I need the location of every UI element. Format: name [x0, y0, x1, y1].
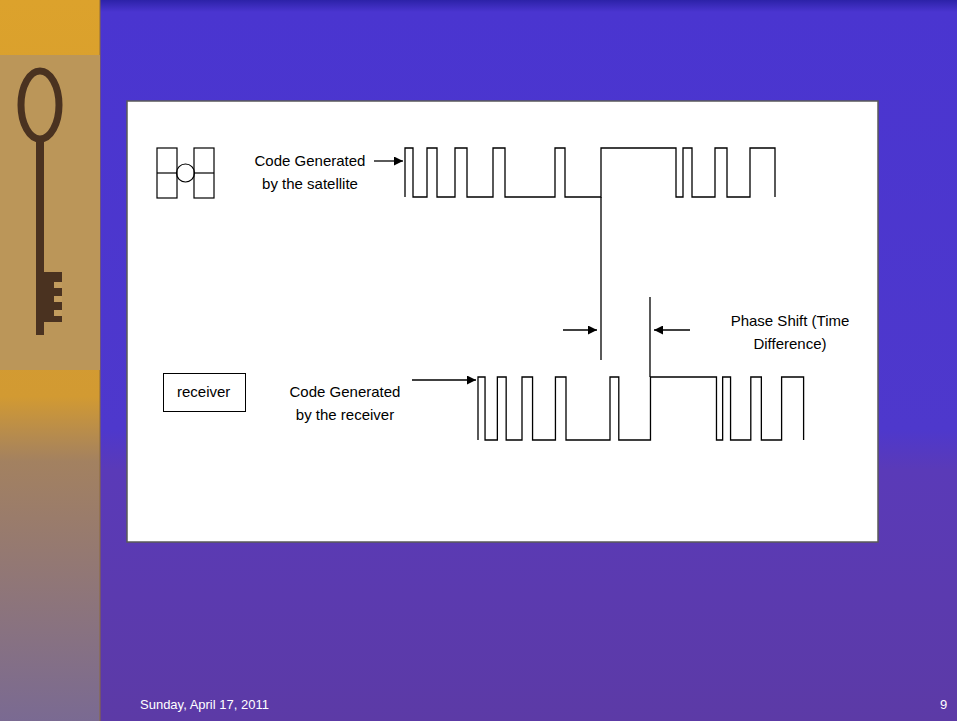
diagram-label: Phase Shift (Time Difference): [728, 309, 852, 355]
satellite-symbol: [157, 148, 214, 198]
slide-footer: 9: [940, 697, 947, 713]
side-bar: [0, 0, 100, 721]
phase-marker: [649, 297, 650, 377]
slide-footer: Sunday, April 17, 2011: [140, 697, 269, 713]
leader-arrow: [412, 379, 476, 380]
diagram-label: Code Generated by the receiver: [285, 380, 405, 426]
satellite-code-wave: [405, 148, 775, 197]
phase-arrow: [654, 329, 690, 330]
phase-arrow: [563, 329, 597, 330]
phase-marker: [600, 197, 601, 360]
key-photo: [0, 55, 100, 370]
receiver-code-wave: [478, 377, 804, 440]
diagram-panel: [127, 101, 878, 542]
diagram-label: Code Generated by the satellite: [250, 149, 370, 195]
box-label: receiver: [177, 383, 232, 401]
receiver-box: receiver: [163, 373, 246, 412]
leader-arrow: [374, 160, 403, 161]
